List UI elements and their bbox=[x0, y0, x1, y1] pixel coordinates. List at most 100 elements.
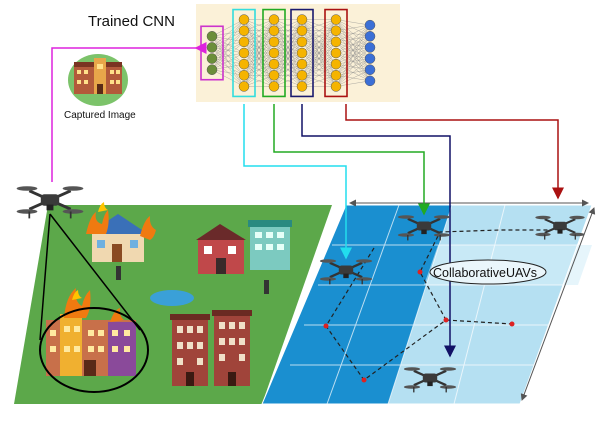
target-highlight-ellipse bbox=[39, 307, 149, 393]
building-icon bbox=[170, 310, 252, 386]
collaborative-uavs-label: CollaborativeUAVs bbox=[433, 266, 537, 280]
cnn-neuron bbox=[206, 53, 218, 64]
captured-image-label: Captured Image bbox=[64, 110, 136, 121]
cnn-edge bbox=[211, 69, 245, 76]
cnn-layer-box bbox=[324, 8, 348, 98]
cnn-edge bbox=[335, 24, 371, 43]
cnn-neuron bbox=[296, 58, 308, 70]
cnn-edge bbox=[335, 80, 371, 87]
cnn-edge bbox=[335, 25, 371, 65]
cnn-neuron bbox=[296, 81, 308, 92]
cnn-edge bbox=[335, 25, 371, 76]
cnn-edge bbox=[301, 30, 337, 87]
cnn-edge bbox=[273, 41, 303, 87]
cnn-neuron bbox=[296, 70, 308, 81]
cnn-edge bbox=[301, 19, 337, 65]
cnn-neuron bbox=[268, 47, 280, 59]
link-layer4-to-uav bbox=[345, 104, 564, 200]
cnn-neuron bbox=[364, 19, 376, 31]
cnn-title: Trained CNN bbox=[88, 13, 175, 30]
cnn-neuron bbox=[296, 47, 308, 59]
cnn-neuron bbox=[364, 42, 376, 53]
cnn-neuron bbox=[206, 42, 218, 53]
cnn-edge bbox=[211, 63, 245, 70]
cnn-neuron bbox=[268, 14, 280, 25]
cnn-layers bbox=[200, 8, 376, 98]
cnn-neuron bbox=[330, 70, 342, 81]
cnn-edge bbox=[211, 30, 245, 70]
pond bbox=[150, 290, 194, 306]
cnn-neuron bbox=[268, 36, 280, 48]
cnn-layer-box bbox=[290, 8, 314, 98]
cnn-edge bbox=[335, 47, 371, 87]
captured-image-thumbnail bbox=[68, 54, 128, 106]
cnn-edge bbox=[301, 19, 337, 54]
cnn-edge bbox=[273, 19, 303, 42]
building-icon bbox=[46, 314, 136, 376]
uav-drones bbox=[16, 186, 585, 393]
cnn-edge bbox=[273, 19, 303, 54]
collaborative-uavs-badge bbox=[429, 259, 547, 285]
cnn-edge bbox=[335, 24, 371, 31]
cnn-neuron bbox=[364, 75, 376, 87]
cnn-edge bbox=[243, 19, 275, 54]
cnn-edge bbox=[301, 19, 337, 43]
cnn-edge bbox=[301, 19, 337, 87]
cnn-edge bbox=[211, 69, 245, 87]
quadcopter-drone-icon bbox=[16, 186, 84, 219]
cnn-neuron bbox=[238, 81, 250, 92]
cnn-edge bbox=[243, 19, 275, 65]
cnn-edge bbox=[335, 25, 371, 54]
cnn-edge bbox=[273, 64, 303, 87]
cnn-neuron bbox=[364, 31, 376, 42]
cnn-edge bbox=[335, 25, 371, 87]
fire-icon bbox=[86, 202, 156, 240]
cnn-edge bbox=[301, 41, 337, 87]
cnn-edge bbox=[243, 52, 275, 87]
cnn-layer-box bbox=[262, 8, 286, 98]
cnn-edge bbox=[335, 19, 371, 26]
cnn-edge bbox=[301, 19, 337, 31]
cnn-edge bbox=[243, 64, 275, 87]
cnn-edge bbox=[243, 19, 275, 42]
cnn-edge bbox=[243, 19, 275, 31]
cnn-neuron bbox=[296, 25, 308, 36]
cnn-neuron bbox=[268, 70, 280, 81]
cnn-edge bbox=[301, 19, 337, 76]
fire-icon bbox=[64, 288, 124, 322]
camera-view-line bbox=[49, 213, 141, 331]
cnn-neuron bbox=[206, 31, 218, 42]
cnn-neuron bbox=[206, 64, 218, 75]
cnn-neuron bbox=[238, 36, 250, 48]
link-layer3-to-uav bbox=[301, 104, 456, 358]
building-icon bbox=[196, 220, 292, 274]
cnn-edge bbox=[335, 36, 371, 87]
cnn-neuron bbox=[296, 36, 308, 48]
cnn-neuron bbox=[330, 36, 342, 48]
link-input-to-camera bbox=[51, 42, 207, 182]
cnn-edge bbox=[211, 19, 245, 59]
cnn-edge bbox=[273, 52, 303, 87]
cnn-neuron bbox=[330, 47, 342, 59]
cnn-neuron bbox=[238, 14, 250, 25]
path-waypoints bbox=[323, 269, 515, 383]
grid-depth-arrow bbox=[520, 207, 596, 401]
cnn-edge bbox=[335, 69, 371, 87]
cnn-neuron bbox=[238, 25, 250, 36]
person bbox=[116, 266, 121, 280]
quadcopter-drone-icon bbox=[397, 215, 451, 241]
cnn-neuron bbox=[330, 25, 342, 36]
cnn-neuron bbox=[268, 25, 280, 36]
cnn-edge bbox=[301, 75, 337, 87]
cnn-edge bbox=[211, 19, 245, 37]
cnn-edge bbox=[211, 52, 245, 70]
camera-view-line bbox=[39, 213, 51, 341]
cnn-edge bbox=[243, 30, 275, 87]
cnn-neuron bbox=[330, 58, 342, 70]
link-layer2-to-uav bbox=[273, 104, 430, 216]
cnn-neuron bbox=[296, 14, 308, 25]
cnn-layer-box bbox=[232, 8, 256, 98]
cnn-neuron bbox=[364, 64, 376, 75]
